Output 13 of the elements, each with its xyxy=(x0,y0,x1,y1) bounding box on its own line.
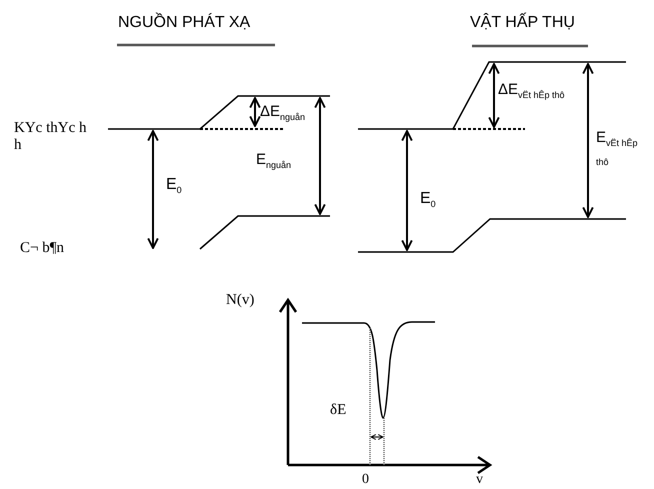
energy-label: E$_{nguån}$ xyxy=(256,152,292,171)
level-label: C¬ b¶n xyxy=(20,240,64,256)
axis-label: v xyxy=(476,472,483,488)
energy-label: E$_{0}$ xyxy=(420,190,436,210)
energy-label: E$_{0}$ xyxy=(166,176,182,196)
tick-label: 0 xyxy=(362,472,369,488)
energy-label: ΔE$_{nguån}$ xyxy=(260,104,306,123)
energy-label: ΔE$_{vËt hÊp thô}$ xyxy=(498,82,565,101)
panel-heading: NGUỒN PHÁT XẠ xyxy=(118,14,250,32)
width-label: δE xyxy=(330,402,346,418)
axis-label: N(v) xyxy=(226,292,254,308)
panel-heading: VẬT HẤP THỤ xyxy=(470,14,575,32)
level-label: KYc thYc h h xyxy=(14,120,88,153)
